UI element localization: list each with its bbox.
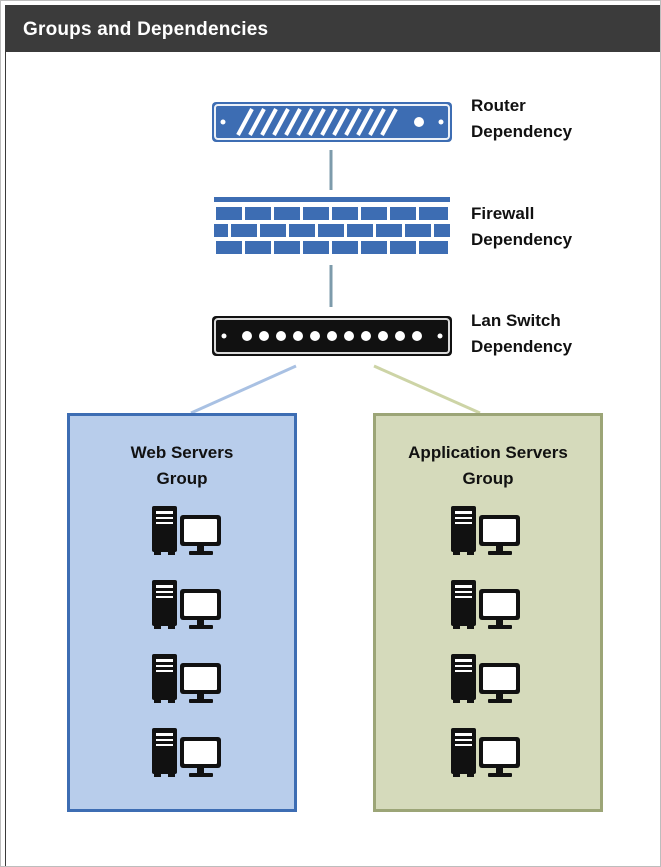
lan-switch-dependency-label: Lan Switch Dependency bbox=[471, 311, 573, 356]
title-bar: Groups and Dependencies bbox=[5, 5, 660, 52]
web-servers-group-title: Web Servers Group bbox=[130, 443, 234, 488]
lan-switch-icon bbox=[212, 316, 452, 356]
server-computer-icon bbox=[152, 506, 221, 555]
server-computer-icon bbox=[152, 728, 221, 777]
router-dependency-label: Router Dependency bbox=[471, 96, 573, 141]
server-computer-icon bbox=[152, 580, 221, 629]
server-computer-icon bbox=[152, 654, 221, 703]
switch-web-group-connector bbox=[190, 364, 297, 415]
router-icon bbox=[212, 102, 452, 142]
diagram-title: Groups and Dependencies bbox=[23, 19, 269, 40]
server-computer-icon bbox=[451, 654, 520, 703]
switch-app-group-connector bbox=[373, 364, 481, 415]
server-computer-icon bbox=[451, 728, 520, 777]
server-computer-icon bbox=[451, 506, 520, 555]
firewall-icon bbox=[214, 197, 450, 254]
application-servers-group-title: Application Servers Group bbox=[408, 443, 568, 488]
firewall-dependency-label: Firewall Dependency bbox=[471, 204, 573, 249]
server-computer-icon bbox=[451, 580, 520, 629]
frame-left-rule bbox=[5, 52, 6, 866]
